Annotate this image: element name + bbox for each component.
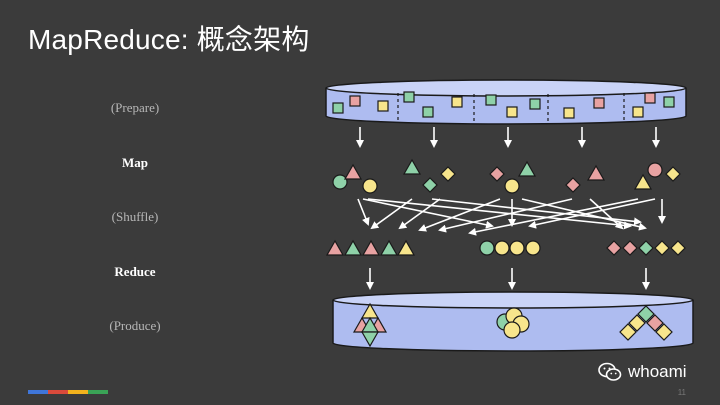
reduce-circle [494,240,510,256]
input-square [593,97,605,109]
map-triangle [586,164,606,181]
mapper-1-output [332,163,378,194]
mapper-2-output [402,158,456,193]
footer-bar-blue [28,390,48,394]
stage-label-shuffle: (Shuffle) [111,209,159,224]
shuffle-arrows [357,198,666,236]
split-arrows [356,127,660,148]
input-square [422,106,434,118]
reduce-diamond [670,240,686,256]
reducer-3-group [606,240,686,256]
output-data-cylinder [332,291,694,352]
map-triangle [517,160,537,177]
map-circle [332,174,348,190]
reduce-triangle [325,239,345,256]
input-square [349,95,361,107]
reduce-triangle [343,239,363,256]
input-square [663,96,675,108]
reduce-diamond [638,240,654,256]
map-diamond [422,177,438,193]
footer-bar-yellow [68,390,88,394]
wechat-icon [598,362,622,381]
reduce-triangle [396,239,416,256]
footer-bar-red [48,390,68,394]
reduce-inputs [325,239,686,256]
input-square [403,91,415,103]
input-square [506,106,518,118]
watermark: whoami [598,362,687,382]
map-triangle [633,173,653,190]
reduce-arrows [366,268,650,290]
reducer-2-group [479,240,541,256]
map-diamond [440,166,456,182]
stage-label-produce: (Produce) [109,318,161,333]
map-outputs [332,158,681,194]
mapper-3-output [489,160,537,194]
input-square [485,94,497,106]
map-diamond [565,177,581,193]
reduce-diamond [622,240,638,256]
reducer-1-group [325,239,416,256]
input-square [377,100,389,112]
map-diamond [665,166,681,182]
mapper-5-output [633,162,681,190]
map-circle [504,178,520,194]
reduce-circle [525,240,541,256]
input-data-cylinder [325,79,687,125]
input-square [644,92,656,104]
slide-title: MapReduce: 概念架构 [28,24,310,55]
watermark-text: whoami [628,362,687,381]
output-triangle-cluster [352,302,388,348]
input-square [332,102,344,114]
output-diamond-cluster [619,305,673,341]
reduce-triangle [379,239,399,256]
reduce-diamond [606,240,622,256]
mapper-4-output [565,164,606,193]
map-diamond [489,166,505,182]
stage-label-map: Map [122,155,148,170]
map-triangle [402,158,422,175]
map-triangle [343,163,363,180]
footer-bar-green [88,390,108,394]
input-square [529,98,541,110]
reduce-circle [479,240,495,256]
map-circle [647,162,663,178]
reduce-diamond [654,240,670,256]
input-square [563,107,575,119]
map-circle [362,178,378,194]
stage-label-reduce: Reduce [114,264,156,279]
stage-label-prepare: (Prepare) [110,100,160,115]
input-square [451,96,463,108]
reduce-circle [509,240,525,256]
reduce-triangle [361,239,381,256]
page-number: 11 [677,388,686,397]
input-square [632,106,644,118]
output-circle-cluster [496,307,530,339]
